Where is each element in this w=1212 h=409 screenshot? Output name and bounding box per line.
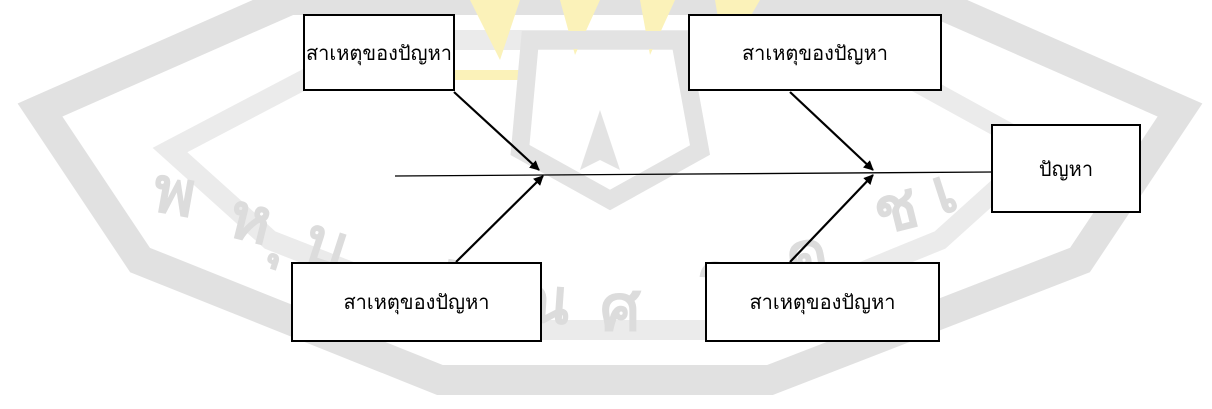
- watermark-leaf: [580, 110, 620, 170]
- svg-text:ศ: ศ: [600, 272, 642, 346]
- cause-label: สาเหตุของปัญหา: [305, 40, 453, 65]
- cause-box-top-left: สาเหตุของปัญหา: [303, 14, 455, 91]
- watermark-gold-bar-left: [440, 70, 520, 80]
- watermark-rays: [470, 0, 760, 60]
- cause-box-top-right: สาเหตุของปัญหา: [688, 14, 942, 91]
- cause-box-bottom-right: สาเหตุของปัญหา: [705, 262, 940, 342]
- bone-arrow-top-left: [453, 91, 540, 171]
- cause-label: สาเหตุของปัญหา: [749, 290, 896, 314]
- watermark-ring: [17, 0, 1203, 395]
- bone-arrow-bottom-right: [789, 174, 874, 263]
- cause-box-bottom-left: สาเหตุของปัญหา: [291, 262, 542, 342]
- effect-label: ปัญหา: [1038, 156, 1094, 181]
- cause-label: สาเหตุของปัญหา: [741, 40, 889, 65]
- effect-box: ปัญหา: [991, 124, 1141, 213]
- bone-arrow-top-right: [789, 91, 874, 171]
- cause-label: สาเหตุของปัญหา: [343, 290, 490, 314]
- watermark-emblem: [510, 31, 711, 211]
- bone-arrow-bottom-left: [455, 175, 544, 263]
- spine-line: [394, 171, 994, 177]
